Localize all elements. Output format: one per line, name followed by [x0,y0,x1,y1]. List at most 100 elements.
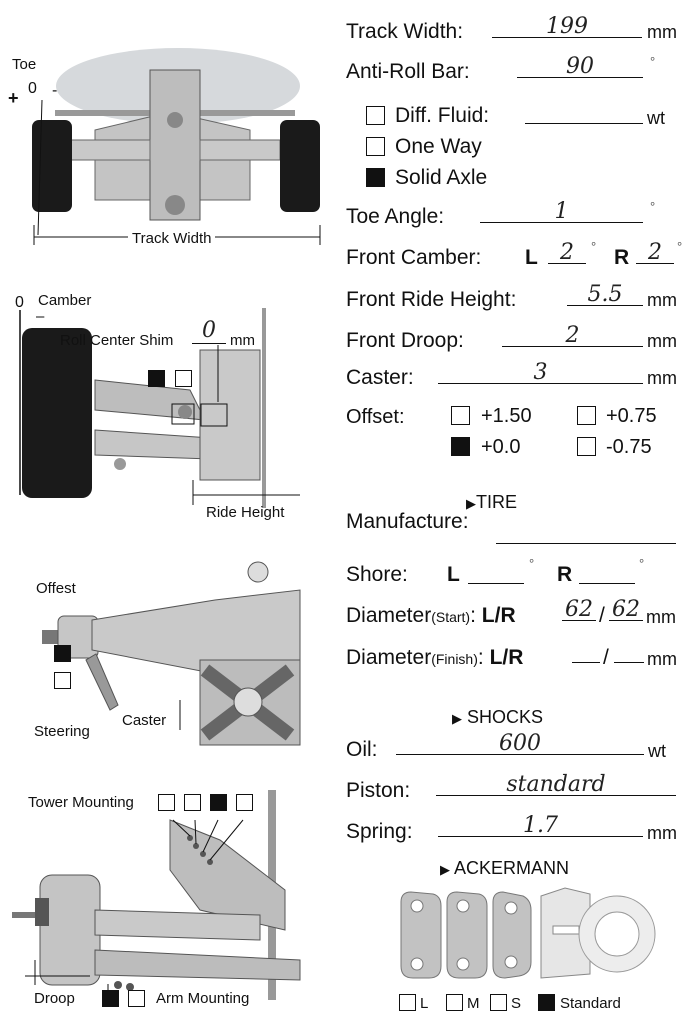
tower-mounting-checkbox-1[interactable] [158,794,175,811]
ackermann-m-label: M [467,995,480,1012]
shore-l-unit: ° [529,556,535,571]
tower-mounting-checkbox-4[interactable] [236,794,253,811]
front-view-diagram: Toe + 0 - Track Width [0,0,330,260]
roll-center-shim-unit: mm [230,332,255,349]
caster-diagram-label: Caster [122,712,167,729]
shocks-section-heading: ▶ SHOCKS [452,707,544,727]
one-way-checkbox[interactable] [366,137,385,156]
diff-fluid-unit: wt [647,108,665,128]
offset-checkbox-plus-1-50[interactable] [451,406,470,425]
anti-roll-bar-unit: ° [650,54,656,69]
toe-minus: - [52,82,58,99]
steering-illustration [42,561,301,746]
front-view-illustration [32,48,321,245]
front-ride-height-input[interactable]: 5.5 [567,282,643,307]
roll-center-shim-value[interactable]: 0 [192,318,226,344]
anti-roll-bar-label: Anti-Roll Bar: [346,60,470,83]
diameter-finish-r-input[interactable] [614,639,644,663]
front-camber-l-unit: ° [591,239,597,254]
diameter-finish-slash: / [603,646,609,669]
spring-label: Spring: [346,820,413,843]
mounting-diagram: Tower Mounting Droop Arm Mounting [0,780,330,1019]
toe-plus: + [8,88,19,108]
offset-option-plus-0-75: +0.75 [606,405,657,427]
camber-illustration [19,308,300,508]
caster-input[interactable]: 3 [438,360,643,385]
diameter-start-r-input[interactable]: 62 [609,597,643,622]
diameter-start-slash: / [599,604,605,627]
front-camber-r-label: R [614,246,630,269]
caster-unit: mm [647,368,677,388]
arm-mounting-label: Arm Mounting [156,990,250,1007]
roll-center-shim-label: Roll Center Shim [60,332,174,349]
toe-angle-input[interactable]: 1 [480,199,643,224]
camber-label: Camber [38,292,92,309]
tower-mounting-checkbox-2[interactable] [184,794,201,811]
track-width-field-label: Track Width: [346,20,464,43]
roll-center-checkbox-1[interactable] [148,370,165,387]
arm-mounting-checkbox-1[interactable] [102,990,119,1007]
manufacture-input[interactable] [496,520,676,544]
offset-checkbox-minus-0-75[interactable] [577,437,596,456]
camber-zero: 0 [15,294,24,311]
offest-label: Offest [36,580,76,597]
mounting-illustration [12,790,301,1000]
offset-option-plus-0-0: +0.0 [481,436,521,458]
oil-input[interactable]: 600 [396,731,644,756]
ackermann-standard-checkbox[interactable] [538,994,555,1011]
ride-height-label: Ride Height [206,504,285,521]
one-way-label: One Way [395,135,482,158]
front-camber-l-input[interactable]: 2 [548,240,586,265]
toe-label: Toe [12,56,37,73]
ackermann-m-checkbox[interactable] [446,994,463,1011]
steering-label: Steering [34,723,90,740]
shore-r-input[interactable] [579,560,635,584]
front-camber-r-input[interactable]: 2 [636,240,674,265]
offset-checkbox-plus-0-75[interactable] [577,406,596,425]
offset-checkbox-plus-0-0[interactable] [451,437,470,456]
triangle-icon: ▶ [466,496,476,511]
track-width-label: Track Width [128,230,216,247]
diameter-finish-label: Diameter(Finish): L/R [346,646,524,669]
shore-l-label: L [447,563,460,586]
offset-label: Offset: [346,406,405,428]
solid-axle-checkbox[interactable] [366,168,385,187]
camber-diagram: 0 Camber – Roll Center Shim 0 mm Ride He… [0,280,330,530]
tower-mounting-checkbox-3[interactable] [210,794,227,811]
droop-label: Droop [34,990,75,1007]
front-camber-label: Front Camber: [346,246,482,269]
shore-l-input[interactable] [468,560,524,584]
triangle-icon: ▶ [452,711,462,726]
shore-r-unit: ° [639,556,645,571]
toe-zero: 0 [28,80,37,97]
diff-fluid-label: Diff. Fluid: [395,104,490,127]
diameter-start-l-input[interactable]: 62 [562,597,596,622]
ackermann-l-checkbox[interactable] [399,994,416,1011]
manufacture-label: Manufacture: [346,510,469,533]
diff-fluid-input[interactable] [525,100,643,124]
spring-unit: mm [647,823,677,843]
camber-minus: – [36,308,45,325]
spring-input[interactable]: 1.7 [438,813,643,838]
front-droop-input[interactable]: 2 [502,323,643,348]
track-width-input[interactable]: 199 [492,14,642,39]
ackermann-plates-illustration [395,886,675,991]
diameter-finish-l-input[interactable] [572,639,600,663]
caster-label: Caster: [346,366,414,389]
triangle-icon: ▶ [440,862,450,877]
toe-angle-unit: ° [650,199,656,214]
diameter-start-unit: mm [646,607,676,627]
piston-input[interactable]: standard [436,772,676,797]
tower-mounting-label: Tower Mounting [28,794,134,811]
steering-checkbox-2[interactable] [54,672,71,689]
steering-diagram: Offest Steering Caster [0,550,330,750]
offset-option-minus-0-75: -0.75 [606,436,652,458]
steering-checkbox-1[interactable] [54,645,71,662]
arm-mounting-checkbox-2[interactable] [128,990,145,1007]
shore-label: Shore: [346,563,408,586]
anti-roll-bar-input[interactable]: 90 [517,54,643,79]
ackermann-s-checkbox[interactable] [490,994,507,1011]
diameter-start-label: Diameter(Start): L/R [346,604,516,627]
diff-fluid-checkbox[interactable] [366,106,385,125]
roll-center-checkbox-2[interactable] [175,370,192,387]
